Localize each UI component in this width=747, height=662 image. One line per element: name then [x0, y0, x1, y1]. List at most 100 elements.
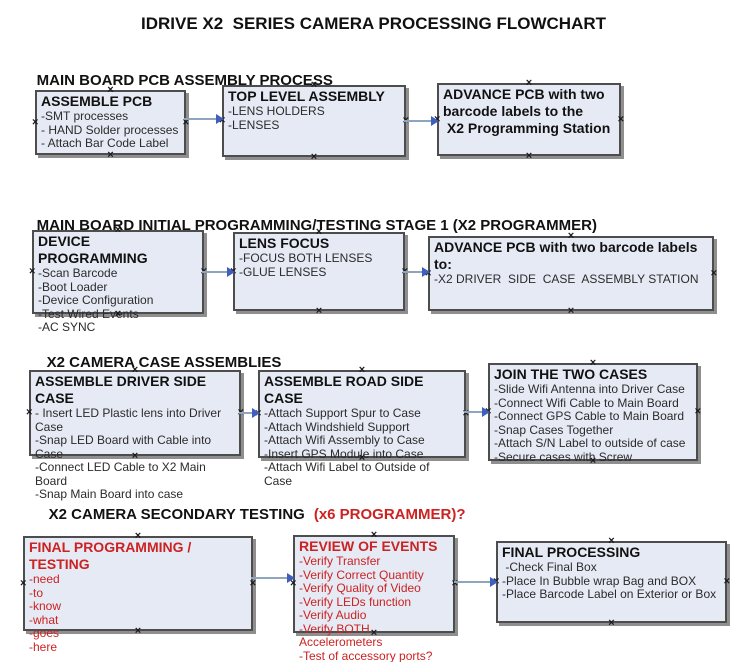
box-items: -Attach Support Spur to Case-Attach Wind…	[264, 406, 460, 488]
box-title: DEVICE PROGRAMMING	[38, 233, 148, 266]
list-item: -Connect Wifi Cable to Main Board	[494, 395, 679, 410]
box-items: -Verify Transfer-Verify Correct Quantity…	[299, 554, 449, 662]
flow-box-final-processing[interactable]: FINAL PROCESSING -Check Final Box-Place …	[496, 541, 727, 623]
arrowhead-icon	[422, 267, 430, 277]
list-item: -GLUE LENSES	[239, 264, 327, 279]
box-title: ASSEMBLE ROAD SIDE CASE	[264, 373, 428, 406]
connector-line	[404, 120, 432, 122]
connector-line	[184, 118, 217, 120]
flow-box-assemble-road-side-case[interactable]: ASSEMBLE ROAD SIDE CASE -Attach Support …	[258, 370, 466, 487]
list-item: -Boot Loader	[38, 279, 108, 294]
list-item: -FOCUS BOTH LENSES	[239, 251, 373, 265]
list-item: -Attach Wifi Label to Outside of Case	[264, 460, 433, 488]
connector-arrow	[251, 572, 295, 584]
box-items: -need-to-know-what-goes-here	[29, 572, 247, 654]
list-item: - HAND Solder processes	[41, 122, 179, 137]
list-item: -Place Barcode Label on Exterior or Box	[502, 587, 717, 601]
connection-handle-icon	[32, 117, 38, 128]
connector-line	[202, 271, 228, 273]
section-header-secondary-testing: X2 CAMERA SECONDARY TESTING(x6 PROGRAMME…	[32, 489, 466, 540]
list-item: -Connect GPS Cable to Main Board	[494, 409, 685, 423]
connection-handle-icon	[29, 267, 35, 278]
arrowhead-icon	[227, 267, 235, 277]
flow-box-assemble-driver-side-case[interactable]: ASSEMBLE DRIVER SIDE CASE - Insert LED P…	[26, 370, 241, 501]
list-item: - Attach Bar Code Label	[41, 136, 169, 150]
box-title: FINAL PROCESSING	[502, 544, 641, 560]
connector-arrow	[184, 113, 224, 125]
connector-line	[464, 411, 483, 413]
connector-line	[454, 581, 491, 583]
list-item: -X2 DRIVER SIDE CASE ASSEMBLY STATION	[434, 272, 699, 286]
box-items: -Check Final Box-Place In Bubble wrap Ba…	[502, 560, 721, 602]
list-item: - Insert LED Plastic lens into Driver Ca…	[35, 406, 225, 434]
connector-arrow	[239, 407, 260, 419]
list-item: -Attach S/N Label to outside of case	[494, 436, 686, 450]
flow-box-final-programming-testing[interactable]: FINAL PROGRAMMING / TESTING -need-to-kno…	[20, 536, 253, 653]
box-title: LENS FOCUS	[239, 235, 330, 251]
arrowhead-icon	[287, 573, 295, 583]
flow-box-device-programming[interactable]: DEVICE PROGRAMMING -Scan Barcode-Boot Lo…	[29, 230, 204, 334]
list-item: -Verify BOTH Accelerometers	[299, 621, 383, 649]
connector-line	[251, 577, 288, 579]
flow-box-lens-focus[interactable]: LENS FOCUS -FOCUS BOTH LENSES-GLUE LENSE…	[233, 232, 405, 311]
connector-arrow	[454, 576, 498, 588]
section-header-alert-text: (x6 PROGRAMMER)?	[313, 506, 466, 523]
list-item: -Device Configuration	[38, 293, 154, 307]
box-items: -Scan Barcode-Boot Loader-Device Configu…	[38, 266, 198, 335]
box-items: -LENS HOLDERS-LENSES	[228, 104, 400, 132]
flow-box-top-level-assembly[interactable]: TOP LEVEL ASSEMBLY -LENS HOLDERS-LENSES	[222, 85, 406, 157]
connection-handle-icon	[711, 268, 717, 279]
box-title: ASSEMBLE DRIVER SIDE CASE	[35, 373, 211, 406]
list-item: -Attach Wifi Assembly to Case	[264, 433, 425, 447]
arrowhead-icon	[482, 407, 490, 417]
section-header-pcb-assembly: MAIN BOARD PCB ASSEMBLY PROCESS	[20, 55, 333, 106]
list-item: -Test Wired Events	[38, 306, 139, 321]
arrowhead-icon	[216, 114, 224, 124]
list-item: -LENSES	[228, 117, 280, 132]
connection-handle-icon	[316, 306, 322, 317]
box-items: -X2 DRIVER SIDE CASE ASSEMBLY STATION	[434, 272, 708, 287]
section-header-text: MAIN BOARD INITIAL PROGRAMMING/TESTING S…	[36, 217, 597, 234]
arrowhead-icon	[252, 408, 260, 418]
arrowhead-icon	[431, 116, 439, 126]
connector-arrow	[464, 406, 490, 418]
connection-handle-icon	[568, 306, 574, 317]
flow-box-review-of-events[interactable]: REVIEW OF EVENTS -Verify Transfer-Verify…	[293, 535, 455, 662]
box-items: -FOCUS BOTH LENSES-GLUE LENSES	[239, 251, 399, 279]
connection-handle-icon	[724, 577, 730, 588]
connector-arrow	[403, 266, 430, 278]
connection-handle-icon	[618, 114, 624, 125]
connection-handle-icon	[20, 578, 26, 589]
flow-box-advance-pcb-driver-side-station[interactable]: ADVANCE PCB with two barcode labels to: …	[428, 236, 714, 311]
box-title: REVIEW OF EVENTS	[299, 538, 438, 554]
list-item: -Verify Quality of Video	[299, 581, 421, 595]
connection-handle-icon	[526, 151, 532, 162]
box-title: ASSEMBLE PCB	[41, 93, 153, 109]
list-item: -Snap Main Board into case	[35, 487, 184, 501]
box-title: ADVANCE PCB with two barcode labels to t…	[443, 86, 611, 136]
list-item: -SMT processes	[41, 109, 129, 123]
list-item: -Snap LED Board with Cable into Case	[35, 433, 215, 461]
box-items: - Insert LED Plastic lens into Driver Ca…	[35, 406, 235, 502]
list-item: -goes	[29, 626, 60, 640]
list-item: -here	[29, 639, 58, 654]
connection-handle-icon	[26, 408, 32, 419]
list-item: -Place In Bubble wrap Bag and BOX	[502, 573, 697, 588]
list-item: -Test of accessory ports?	[299, 648, 433, 662]
section-header-text: MAIN BOARD PCB ASSEMBLY PROCESS	[36, 72, 333, 89]
box-items: -SMT processes- HAND Solder processes- A…	[41, 109, 180, 151]
flow-box-advance-pcb-programming-station[interactable]: ADVANCE PCB with two barcode labels to t…	[437, 83, 621, 156]
list-item: -Verify Correct Quantity	[299, 567, 424, 582]
list-item: -know	[29, 599, 62, 613]
list-item: -need	[29, 572, 60, 586]
connection-handle-icon	[695, 407, 701, 418]
list-item: -Attach Support Spur to Case	[264, 406, 421, 420]
flow-box-join-the-two-cases[interactable]: JOIN THE TWO CASES -Slide Wifi Antenna i…	[488, 363, 701, 463]
box-title: TOP LEVEL ASSEMBLY	[228, 88, 385, 104]
flow-box-assemble-pcb[interactable]: ASSEMBLE PCB -SMT processes- HAND Solder…	[35, 90, 186, 155]
list-item: -what	[29, 612, 59, 627]
page-title: IDRIVE X2 SERIES CAMERA PROCESSING FLOWC…	[140, 14, 607, 33]
list-item: -Verify Audio	[299, 608, 367, 622]
list-item: -LENS HOLDERS	[228, 104, 325, 118]
